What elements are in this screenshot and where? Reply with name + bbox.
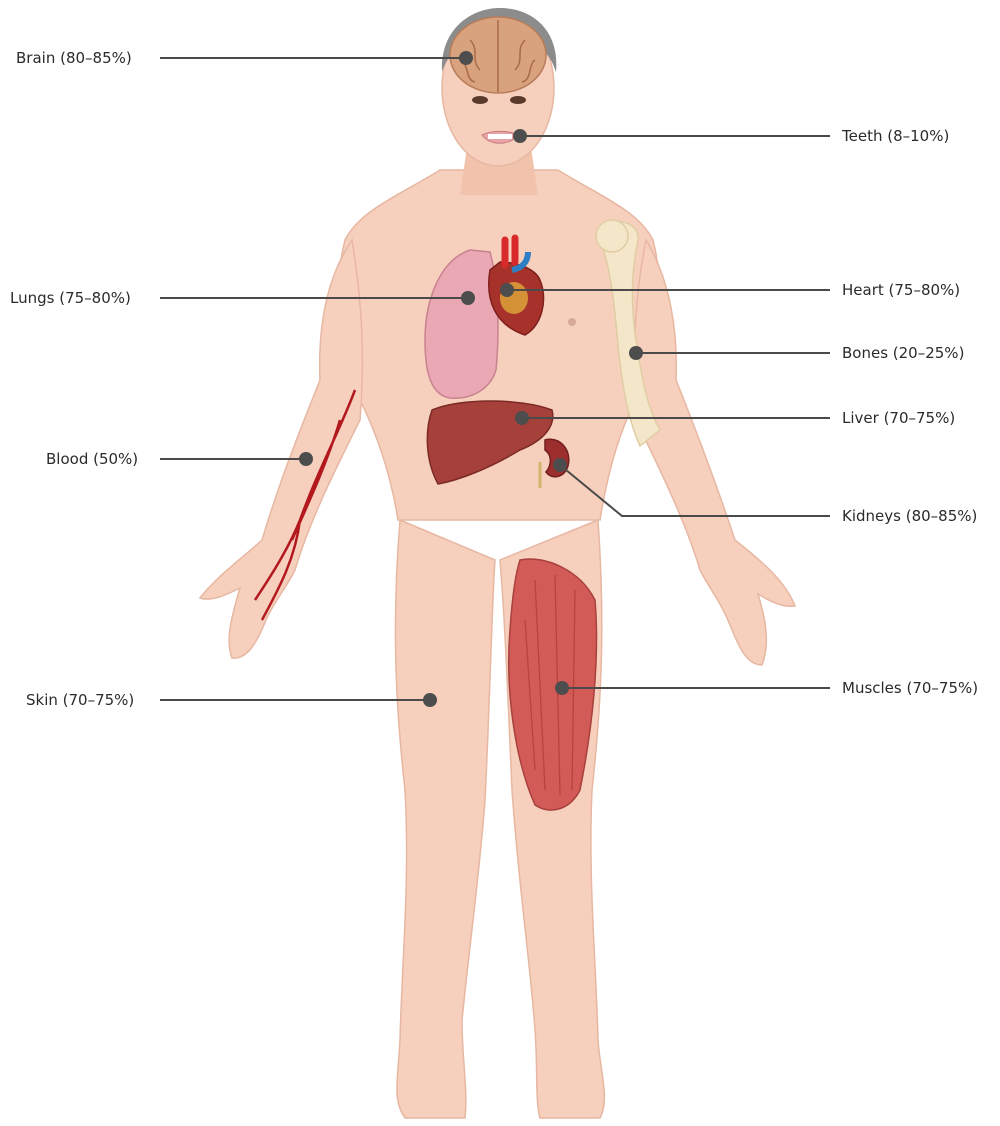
lungs-label: Lungs (75–80%) [10, 289, 131, 307]
left-arm [634, 240, 795, 665]
teeth-label: Teeth (8–10%) [841, 127, 949, 145]
right-arm [200, 240, 362, 658]
blood-label: Blood (50%) [46, 450, 138, 468]
brain-label: Brain (80–85%) [16, 49, 132, 67]
heart-dot [500, 283, 514, 297]
kidneys-label: Kidneys (80–85%) [842, 507, 977, 525]
lungs-dot [461, 291, 475, 305]
heart-label: Heart (75–80%) [842, 281, 960, 299]
left-leg [395, 520, 495, 1118]
teeth-organ [488, 134, 512, 139]
muscles-dot [555, 681, 569, 695]
bones-dot [629, 346, 643, 360]
teeth-dot [513, 129, 527, 143]
skin-dot [423, 693, 437, 707]
brain-dot [459, 51, 473, 65]
skin-label: Skin (70–75%) [26, 691, 134, 709]
blood-dot [299, 452, 313, 466]
bones-label: Bones (20–25%) [842, 344, 964, 362]
liver-label: Liver (70–75%) [842, 409, 955, 427]
muscles-label: Muscles (70–75%) [842, 679, 978, 697]
kidneys-dot [553, 458, 567, 472]
liver-dot [515, 411, 529, 425]
